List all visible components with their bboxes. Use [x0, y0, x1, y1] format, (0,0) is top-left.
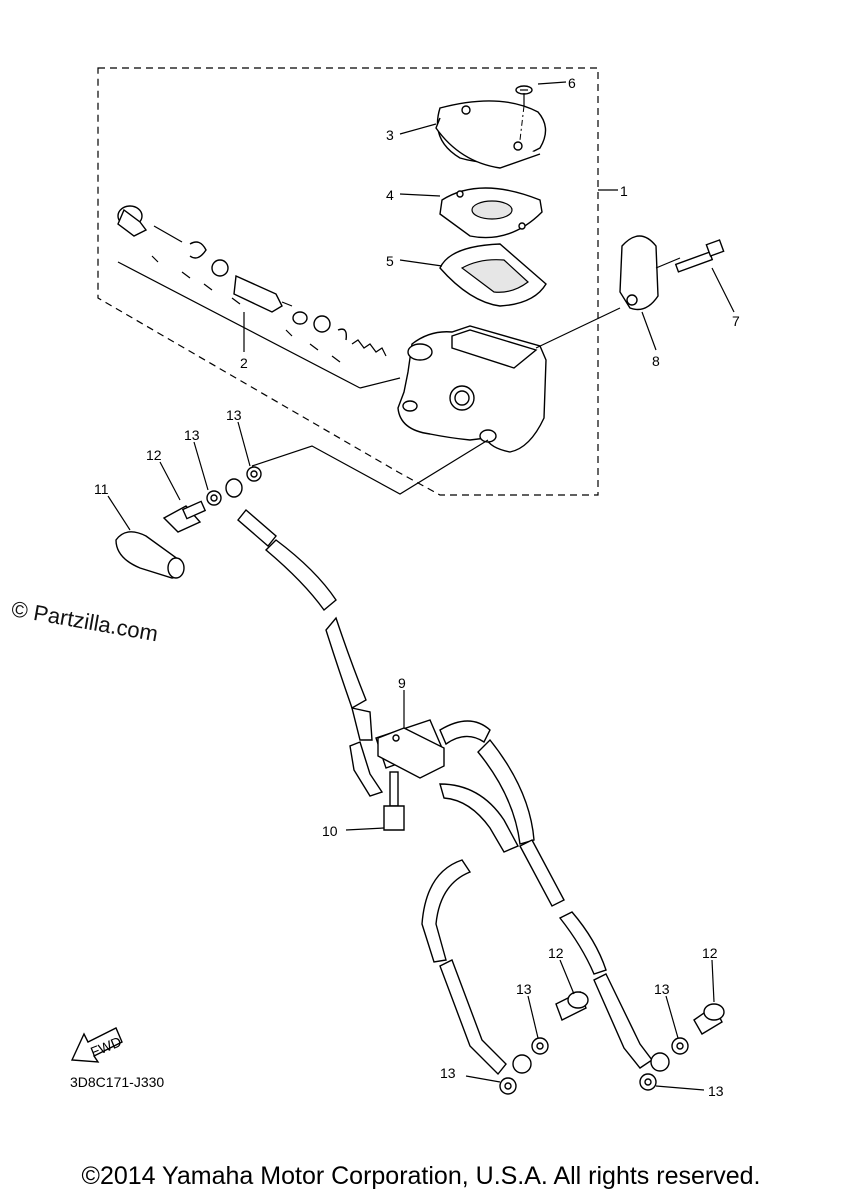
master-cylinder-body[interactable] [397, 325, 547, 453]
master-cylinder-holder[interactable] [619, 235, 681, 311]
brake-hose-upper[interactable] [225, 478, 367, 710]
holder-bolt[interactable] [674, 239, 725, 273]
callout-12-top: 12 [146, 447, 162, 463]
joint-bolt[interactable] [383, 771, 405, 831]
callout-13-lower-b: 13 [654, 981, 670, 997]
callout-1: 1 [620, 183, 628, 199]
hose-cap[interactable] [115, 531, 185, 579]
callout-12-left: 12 [548, 945, 564, 961]
callout-9: 9 [398, 675, 406, 691]
reservoir-cap[interactable] [435, 100, 547, 169]
callout-13-top-b: 13 [226, 407, 242, 423]
washer-lower-c[interactable] [671, 1037, 689, 1055]
washer-top-b[interactable] [246, 466, 262, 482]
diaphragm[interactable] [439, 243, 547, 307]
copyright-notice: ©2014 Yamaha Motor Corporation, U.S.A. A… [81, 1162, 761, 1190]
diaphragm-plate[interactable] [439, 187, 543, 239]
callout-2: 2 [240, 355, 248, 371]
washer-lower-b[interactable] [499, 1077, 517, 1095]
washer-lower-a[interactable] [531, 1037, 549, 1055]
callout-13-lower-c: 13 [440, 1065, 456, 1081]
brake-hose-lower[interactable] [349, 707, 670, 1076]
callout-13-top-a: 13 [184, 427, 200, 443]
union-bolt-right[interactable] [693, 1003, 725, 1035]
callout-labels: 1 2 3 4 5 6 7 8 9 10 11 12 13 13 12 12 1… [94, 75, 740, 1099]
washer-lower-d[interactable] [639, 1073, 657, 1091]
callout-3: 3 [386, 127, 394, 143]
union-bolt-left[interactable] [555, 991, 589, 1021]
callout-11: 11 [94, 481, 109, 497]
callout-5: 5 [386, 253, 394, 269]
assembly-boundary [97, 67, 599, 496]
leader-lines [107, 81, 735, 1091]
callout-4: 4 [386, 187, 394, 203]
callout-6: 6 [568, 75, 576, 91]
callout-7: 7 [732, 313, 740, 329]
cap-screw[interactable] [515, 85, 533, 141]
piston-kit[interactable] [117, 205, 401, 389]
callout-12-right: 12 [702, 945, 718, 961]
callout-13-lower-d: 13 [708, 1083, 724, 1099]
callout-13-lower-a: 13 [516, 981, 532, 997]
union-bolt-top[interactable] [162, 500, 207, 533]
washer-top-a[interactable] [206, 490, 222, 506]
diagram-code: 3D8C171-J330 [70, 1074, 165, 1090]
fwd-arrow-icon: FWD [70, 1027, 124, 1063]
callout-10: 10 [322, 823, 338, 839]
callout-8: 8 [652, 353, 660, 369]
svg-text:FWD: FWD [88, 1033, 124, 1060]
